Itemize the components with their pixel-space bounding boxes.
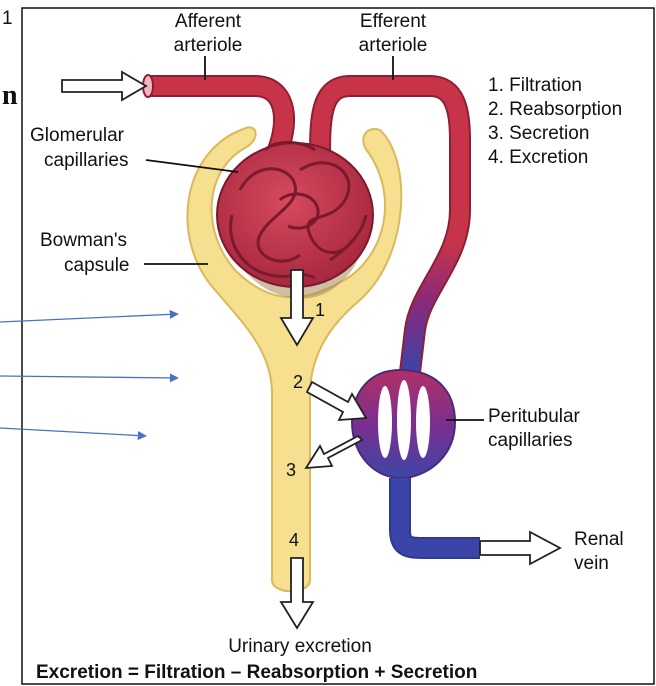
bowman-label-line1: Bowman's: [40, 230, 127, 251]
process-legend: 1. Filtration 2. Reabsorption 3. Secreti…: [488, 75, 622, 168]
step-number-1: 1: [315, 300, 325, 320]
efferent-label-line1: Efferent: [360, 11, 427, 32]
urinary-excretion-label: Urinary excretion: [228, 636, 372, 657]
renal-label-line2: vein: [574, 553, 609, 574]
legend-item-2: 2. Reabsorption: [488, 99, 622, 120]
excretion-equation: Excretion = Filtration – Reabsorption + …: [36, 662, 477, 683]
step-number-4: 4: [289, 530, 299, 550]
afferent-inflow-arrow: [62, 72, 146, 100]
efferent-label-line2: arteriole: [359, 35, 428, 56]
legend-item-3: 3. Secretion: [488, 123, 589, 144]
legend-item-1: 1. Filtration: [488, 75, 582, 96]
renal-label-line1: Renal: [574, 529, 624, 550]
renal-vein-vessel: [400, 478, 480, 548]
secretion-arrow: [306, 436, 362, 468]
peritubular-label-line1: Peritubular: [488, 406, 581, 427]
afferent-label-line1: Afferent: [175, 11, 242, 32]
page-number: 1: [2, 8, 13, 29]
step-number-2: 2: [293, 372, 303, 392]
glomerular-label-line1: Glomerular: [30, 125, 125, 146]
afferent-label-line2: arteriole: [174, 35, 243, 56]
peritubular-label-line2: capillaries: [488, 430, 572, 451]
bowman-label-line2: capsule: [64, 255, 130, 276]
glomerular-label-line2: capillaries: [44, 150, 128, 171]
glomerulus: [217, 143, 373, 288]
pointer-arrow-2: [0, 376, 178, 378]
legend-item-4: 4. Excretion: [488, 147, 588, 168]
renal-outflow-arrow: [480, 532, 560, 564]
clipped-heading-fragment: n: [2, 80, 18, 111]
pointer-arrow-1: [0, 314, 178, 322]
step-number-3: 3: [286, 460, 296, 480]
